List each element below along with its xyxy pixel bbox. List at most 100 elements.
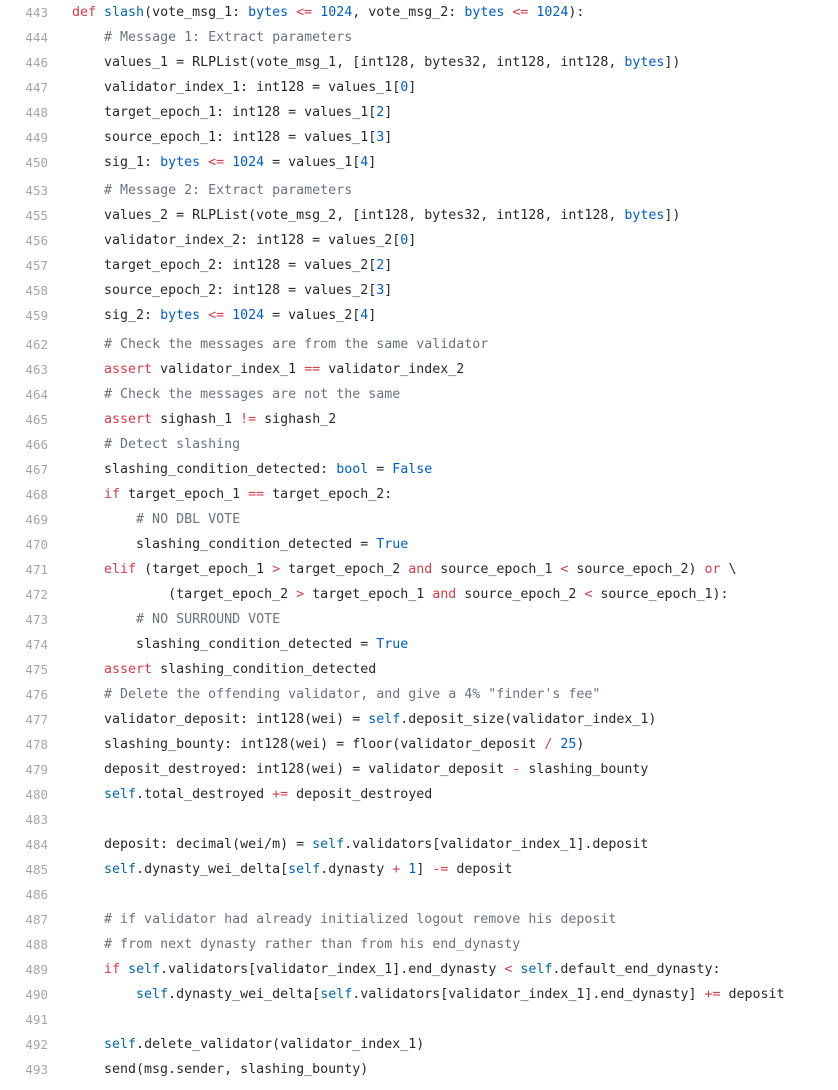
line-number: 458 xyxy=(25,283,48,298)
code-token: 3 xyxy=(376,283,385,298)
code-text: self.dynasty_wei_delta[self.dynasty + 1]… xyxy=(72,857,512,882)
code-token: < xyxy=(584,587,593,602)
code-text: slashing_condition_detected: bool = Fals… xyxy=(72,457,432,482)
code-token xyxy=(72,337,104,352)
code-token: 2 xyxy=(376,105,385,120)
code-token: def xyxy=(72,5,105,20)
code-token: (target_epoch_2 xyxy=(72,587,297,602)
code-line: 466 # Detect slashing xyxy=(0,432,838,457)
line-number: 450 xyxy=(25,155,48,170)
code-line: 488 # from next dynasty rather than from… xyxy=(0,932,838,957)
code-line: 479 deposit_destroyed: int128(wei) = val… xyxy=(0,757,838,782)
code-text: deposit: decimal(wei/m) = self.validator… xyxy=(72,832,648,857)
line-number: 477 xyxy=(25,712,48,727)
code-token: ]) xyxy=(664,208,681,223)
line-number: 456 xyxy=(25,233,48,248)
code-line: 474 slashing_condition_detected = True xyxy=(0,632,838,657)
code-token: < xyxy=(560,562,569,577)
code-line: 444 # Message 1: Extract parameters xyxy=(0,25,838,50)
code-token: target_epoch_1: int128 = values_1[ xyxy=(72,105,377,120)
code-token: <= xyxy=(288,5,321,20)
code-token: (vote_msg_1: xyxy=(144,5,249,20)
line-number: 457 xyxy=(25,258,48,273)
code-line: 450 sig_1: bytes <= 1024 = values_1[4] xyxy=(0,150,838,175)
code-token: source_epoch_2: int128 = values_2[ xyxy=(72,283,377,298)
code-token: source_epoch_1): xyxy=(592,587,729,602)
line-number: 466 xyxy=(25,437,48,452)
line-number: 463 xyxy=(25,362,48,377)
line-number: 467 xyxy=(25,462,48,477)
code-text: target_epoch_1: int128 = values_1[2] xyxy=(72,100,392,125)
code-token: .deposit_size(validator_index_1) xyxy=(400,712,657,727)
code-token xyxy=(72,487,104,502)
line-number: 489 xyxy=(25,962,48,977)
code-line: 476 # Delete the offending validator, an… xyxy=(0,682,838,707)
line-number: 449 xyxy=(25,130,48,145)
code-token: ] xyxy=(416,862,433,877)
code-token: + xyxy=(392,862,401,877)
code-token: target_epoch_2 xyxy=(280,562,409,577)
code-text: # Check the messages are from the same v… xyxy=(72,332,488,357)
line-number: 465 xyxy=(25,412,48,427)
code-line: 446 values_1 = RLPList(vote_msg_1, [int1… xyxy=(0,50,838,75)
line-number: 470 xyxy=(25,537,48,552)
code-token: bytes xyxy=(624,55,665,70)
code-token: # Message 2: Extract parameters xyxy=(104,183,353,198)
code-token xyxy=(72,937,104,952)
code-line: 480 self.total_destroyed += deposit_dest… xyxy=(0,782,838,807)
code-token: += xyxy=(272,787,289,802)
code-token: slashing_condition_detected: xyxy=(72,462,337,477)
code-token: elif xyxy=(104,562,137,577)
line-number: 448 xyxy=(25,105,48,120)
code-line: 449 source_epoch_1: int128 = values_1[3] xyxy=(0,125,838,150)
code-token: self xyxy=(104,1037,137,1052)
code-token: 1 xyxy=(408,862,417,877)
code-token: # Delete the offending validator, and gi… xyxy=(104,687,601,702)
code-token: self xyxy=(288,862,321,877)
code-token: and xyxy=(408,562,433,577)
code-token xyxy=(72,437,104,452)
code-token: bytes xyxy=(464,5,505,20)
code-line: 467 slashing_condition_detected: bool = … xyxy=(0,457,838,482)
code-token: # if validator had already initialized l… xyxy=(104,912,617,927)
code-token: == xyxy=(248,487,265,502)
code-token: target_epoch_2: xyxy=(264,487,393,502)
code-token: = values_1[ xyxy=(264,155,361,170)
line-number: 480 xyxy=(25,787,48,802)
code-token: validator_index_2: int128 = values_2[ xyxy=(72,233,401,248)
code-token: # Message 1: Extract parameters xyxy=(104,30,353,45)
code-text: if self.validators[validator_index_1].en… xyxy=(72,957,720,982)
code-token: .delete_validator(validator_index_1) xyxy=(136,1037,425,1052)
code-token xyxy=(72,183,104,198)
code-token: .validators[validator_index_1].end_dynas… xyxy=(352,987,705,1002)
code-line: 453 # Message 2: Extract parameters xyxy=(0,178,838,203)
code-line: 448 target_epoch_1: int128 = values_1[2] xyxy=(0,100,838,125)
code-token: self xyxy=(104,862,137,877)
code-text: self.total_destroyed += deposit_destroye… xyxy=(72,782,432,807)
line-number: 455 xyxy=(25,208,48,223)
code-token: self xyxy=(368,712,401,727)
code-token: 25 xyxy=(560,737,577,752)
code-line: 468 if target_epoch_1 == target_epoch_2: xyxy=(0,482,838,507)
code-token xyxy=(72,512,136,527)
code-text: # Message 2: Extract parameters xyxy=(72,178,352,203)
code-token: < xyxy=(504,962,513,977)
code-token: source_epoch_1: int128 = values_1[ xyxy=(72,130,377,145)
code-token: 1024 xyxy=(320,5,353,20)
code-token: != xyxy=(240,412,257,427)
code-token: # from next dynasty rather than from his… xyxy=(104,937,521,952)
code-text: validator_deposit: int128(wei) = self.de… xyxy=(72,707,656,732)
line-number: 483 xyxy=(25,812,48,827)
code-token: 1024 xyxy=(536,5,569,20)
code-token: validator_index_1: int128 = values_1[ xyxy=(72,80,401,95)
code-token: = values_2[ xyxy=(264,308,361,323)
line-number: 488 xyxy=(25,937,48,952)
code-token: 0 xyxy=(400,233,409,248)
line-number: 486 xyxy=(25,887,48,902)
code-token: 4 xyxy=(360,308,369,323)
code-token: deposit_destroyed xyxy=(288,787,433,802)
code-text: # Message 1: Extract parameters xyxy=(72,25,352,50)
code-token: values_1 = RLPList(vote_msg_1, [int128, … xyxy=(72,55,625,70)
